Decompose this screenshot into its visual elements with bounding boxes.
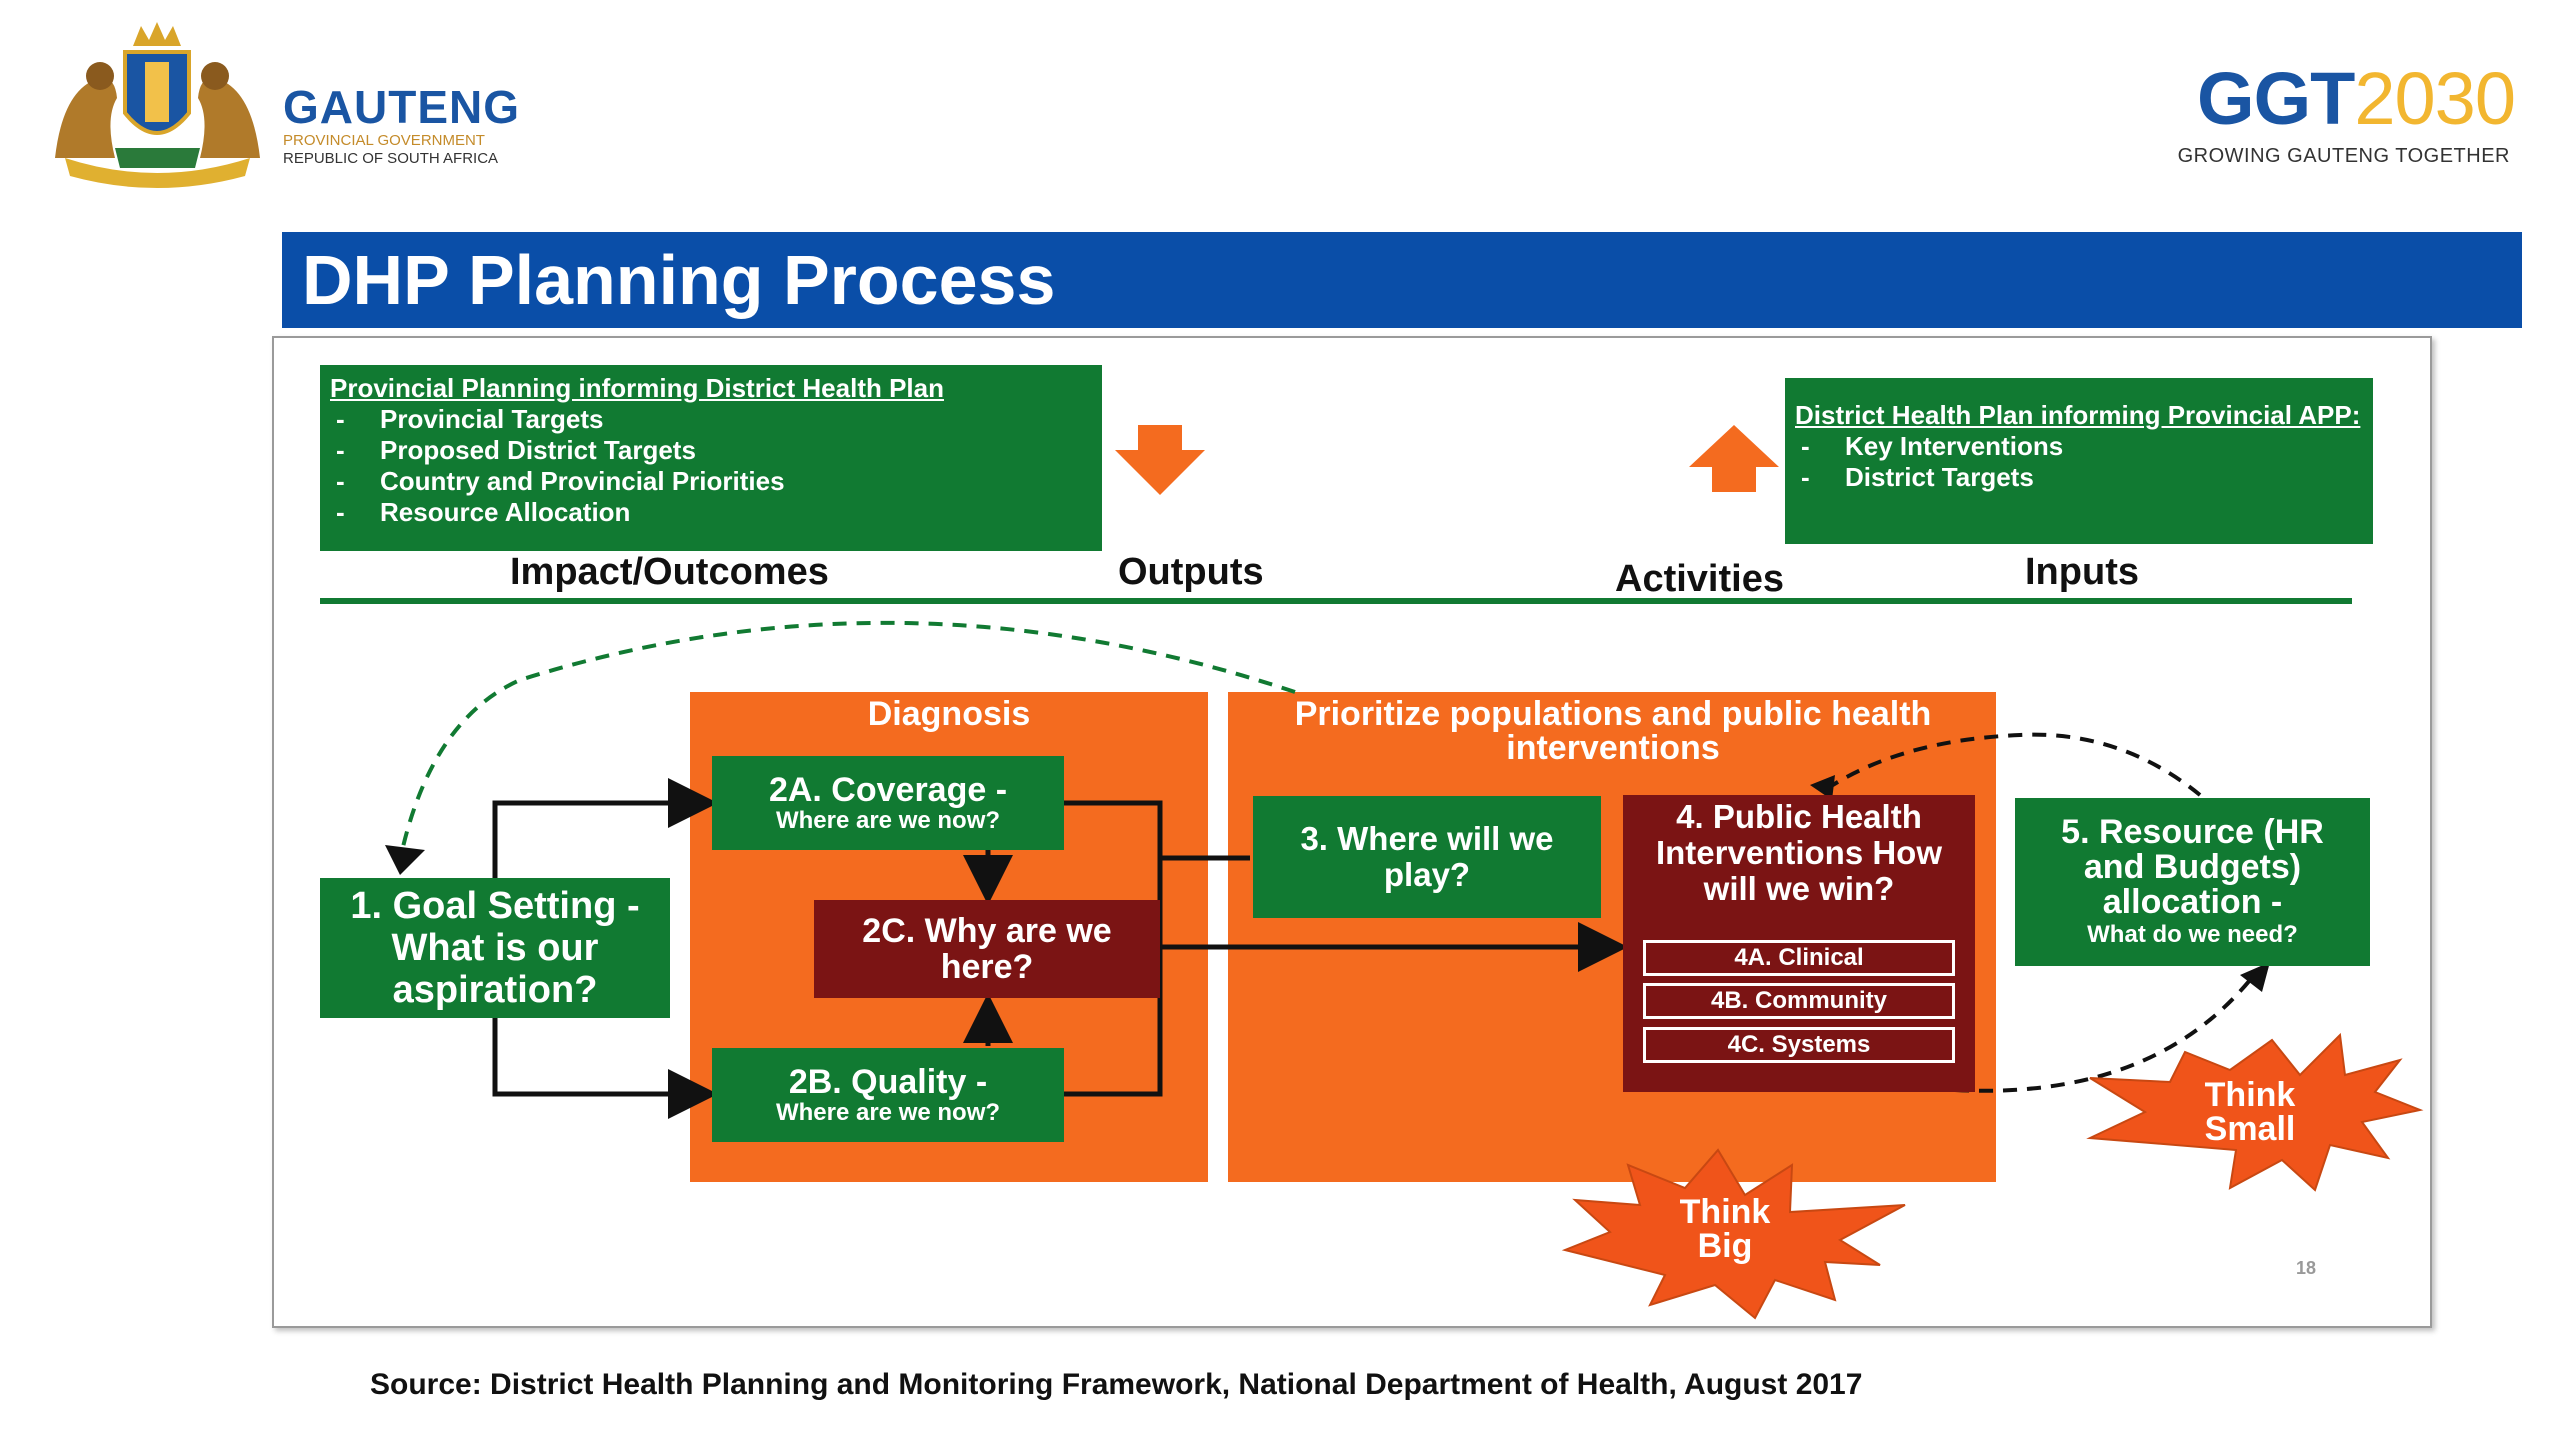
provincial-planning-heading: Provincial Planning informing District H… (330, 373, 944, 403)
sub-item-community: 4B. Community (1643, 983, 1955, 1019)
arc-head (385, 845, 425, 875)
list-item: District Targets (1795, 462, 2363, 493)
feedback-dashed-arc (398, 620, 1296, 861)
quality-label: 2B. Quality - (788, 1063, 988, 1101)
page-title: DHP Planning Process (302, 241, 1056, 319)
phase-activities: Activities (1615, 558, 1784, 600)
coat-of-arms-logo (45, 18, 270, 188)
resource-label: 5. Resource (HR and Budgets) allocation … (2061, 812, 2324, 921)
sub-item-systems: 4C. Systems (1643, 1027, 1955, 1063)
list-item: Key Interventions (1795, 431, 2363, 462)
source-caption: Source: District Health Planning and Mon… (370, 1368, 1863, 1401)
list-item: Resource Allocation (330, 497, 1092, 528)
down-arrow-icon (1115, 425, 1205, 495)
quality-sublabel: Where are we now? (775, 1099, 1001, 1126)
phase-inputs: Inputs (2025, 551, 2139, 593)
why-label: 2C. Why are we here? (862, 912, 1112, 986)
connector-goal-quality (492, 1018, 718, 1119)
dashed-arc-head-2 (2240, 962, 2270, 992)
connector-goal-coverage (492, 778, 718, 878)
dashed-arc-resource-to-interventions (1823, 732, 2202, 797)
page-number: 18 (2296, 1258, 2317, 1278)
brand-tagline: GROWING GAUTENG TOGETHER (2177, 145, 2510, 167)
dashed-arc-head-1 (1810, 775, 1835, 800)
provincial-planning-box: Provincial Planning informing District H… (320, 365, 1102, 551)
where-label: 3. Where will we play? (1300, 820, 1554, 893)
up-arrow-icon (1689, 425, 1779, 492)
phase-outputs: Outputs (1118, 551, 1264, 593)
prioritize-title: Prioritize populations and public health… (1294, 695, 1932, 767)
ggt2030-logo: GGT2030 (2197, 62, 2516, 136)
org-name: GAUTENG (283, 81, 520, 133)
district-plan-heading: District Health Plan informing Provincia… (1795, 400, 2361, 430)
public-health-box: 4. Public Health Interventions How will … (1623, 795, 1975, 1092)
dashed-arc-interventions-to-resource (1954, 978, 2252, 1093)
sub-item-clinical: 4A. Clinical (1643, 940, 1955, 976)
quality-box: 2B. Quality - Where are we now? (712, 1048, 1064, 1142)
think-big-label: Think Big (1679, 1193, 1771, 1265)
diagnosis-title: Diagnosis (867, 695, 1031, 733)
brand-part-a: GGT (2197, 57, 2355, 140)
goal-setting-label: 1. Goal Setting - What is our aspiration… (350, 885, 640, 1011)
coverage-sublabel: Where are we now? (775, 807, 1001, 834)
district-health-plan-box: District Health Plan informing Provincia… (1785, 378, 2373, 544)
goal-setting-box: 1. Goal Setting - What is our aspiration… (320, 878, 670, 1018)
why-box: 2C. Why are we here? (814, 900, 1160, 998)
think-small-burst (2086, 1032, 2424, 1192)
list-item: Proposed District Targets (330, 435, 1092, 466)
coverage-box: 2A. Coverage - Where are we now? (712, 756, 1064, 850)
brand-part-b: 2030 (2354, 57, 2516, 140)
org-subtitle: PROVINCIAL GOVERNMENT (283, 132, 485, 149)
resource-allocation-box: 5. Resource (HR and Budgets) allocation … (2015, 798, 2370, 966)
list-item: Country and Provincial Priorities (330, 466, 1092, 497)
public-health-label: 4. Public Health Interventions How will … (1655, 798, 1943, 907)
coverage-label: 2A. Coverage - (768, 771, 1008, 809)
where-will-we-play-box: 3. Where will we play? (1253, 796, 1601, 918)
list-item: Provincial Targets (330, 404, 1092, 435)
phase-impact-outcomes: Impact/Outcomes (510, 551, 829, 593)
think-small-label: Think Small (2204, 1076, 2296, 1148)
think-big-burst (1561, 1148, 1906, 1320)
title-bar (282, 232, 2522, 328)
org-country: REPUBLIC OF SOUTH AFRICA (283, 150, 499, 167)
resource-sublabel: What do we need? (2087, 920, 2298, 948)
